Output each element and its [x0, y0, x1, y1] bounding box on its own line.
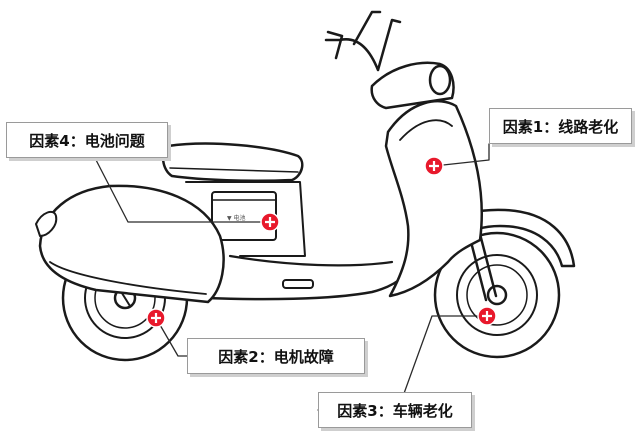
- headlight: [428, 64, 452, 96]
- front-body-trim: [399, 119, 453, 141]
- front-fork: [468, 232, 498, 302]
- label-factor1-text: 因素1：线路老化: [502, 117, 619, 136]
- marker-vehicle: [477, 306, 497, 326]
- label-factor3: 因素3：车辆老化: [318, 392, 472, 428]
- tail-light: [35, 210, 58, 237]
- rear-body: [38, 184, 225, 304]
- svg-text:▼ 电池: ▼ 电池: [227, 214, 246, 222]
- label-factor2: 因素2：电机故障: [187, 338, 365, 374]
- label-factor3-text: 因素3：车辆老化: [337, 401, 453, 420]
- seat-seam: [169, 167, 299, 173]
- floorboard: [228, 254, 394, 267]
- handlebar: [326, 10, 382, 60]
- label-factor1: 因素1：线路老化: [489, 108, 632, 144]
- label-factor2-text: 因素2：电机故障: [218, 347, 334, 366]
- leader-line-factor2: [155, 317, 188, 357]
- seat-frame: [185, 181, 306, 257]
- label-factor4-text: 因素4：电池问题: [29, 131, 145, 150]
- label-factor4: 因素4：电池问题: [6, 122, 168, 158]
- front-body: [384, 99, 483, 298]
- side-vent: [282, 279, 314, 289]
- leader-line-factor1: [433, 143, 490, 167]
- marker-motor: [146, 308, 166, 328]
- marker-battery: [260, 212, 280, 232]
- rear-body-trim: [49, 261, 207, 295]
- marker-wiring: [424, 156, 444, 176]
- seat: [161, 142, 304, 183]
- leader-line-factor4: [94, 157, 271, 223]
- steering-stem: [324, 18, 402, 72]
